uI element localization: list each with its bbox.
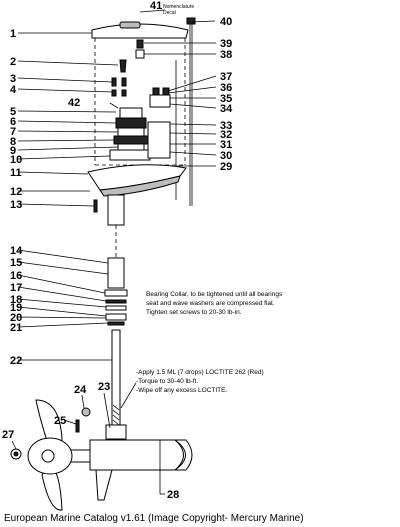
label-20: 20 — [10, 312, 22, 324]
label-17: 17 — [10, 282, 22, 294]
label-4: 4 — [10, 84, 17, 96]
label-7: 7 — [10, 126, 16, 138]
label-15: 15 — [10, 257, 22, 269]
label-27: 27 — [2, 429, 14, 441]
label-19: 19 — [10, 302, 22, 314]
label-23: 23 — [98, 381, 110, 393]
label-10: 10 — [10, 154, 22, 166]
label-34: 34 — [220, 103, 233, 115]
label-11: 11 — [10, 167, 22, 179]
loctite-note-line-1: -Apply 1.5 ML (7 drops) LOCTITE 262 (Red… — [136, 369, 264, 376]
lower-unit — [10, 399, 193, 511]
label-16: 16 — [10, 270, 22, 282]
label-9: 9 — [10, 145, 16, 157]
label-13: 13 — [10, 199, 22, 211]
label-12: 12 — [10, 186, 22, 198]
label-36: 36 — [220, 82, 232, 94]
label-25: 25 — [54, 415, 66, 427]
label-14: 14 — [10, 245, 23, 257]
bearing-note-line-3: Tighten set screws to 20-30 lb-in. — [146, 309, 242, 316]
label-6: 6 — [10, 116, 16, 128]
loctite-note-line-2: -Torque to 30-40 lb-ft. — [136, 378, 198, 385]
label-18: 18 — [10, 294, 22, 306]
label-3: 3 — [10, 73, 16, 85]
label-39: 39 — [220, 38, 232, 50]
decal-note-line-1: Nomenclature — [163, 4, 194, 10]
image-caption: European Marine Catalog v1.61 (Image Cop… — [4, 513, 304, 524]
label-1: 1 — [10, 28, 16, 40]
decal-note: Nomenclature Decal — [163, 4, 194, 16]
label-35: 35 — [220, 93, 232, 105]
loctite-note: -Apply 1.5 ML (7 drops) LOCTITE 262 (Red… — [136, 369, 264, 394]
label-38: 38 — [220, 49, 232, 61]
label-37: 37 — [220, 71, 232, 83]
label-5: 5 — [10, 106, 16, 118]
part-number-labels: 1 2 3 4 5 6 7 8 9 10 11 12 13 14 15 16 1… — [2, 0, 233, 501]
label-41: 41 — [150, 0, 162, 12]
label-33: 33 — [220, 120, 232, 132]
leader-lines — [11, 9, 217, 495]
label-40: 40 — [220, 16, 232, 28]
label-22: 22 — [10, 355, 22, 367]
label-28: 28 — [167, 489, 179, 501]
label-32: 32 — [220, 129, 232, 141]
label-31: 31 — [220, 139, 232, 151]
label-2: 2 — [10, 56, 16, 68]
decal-note-line-2: Decal — [163, 10, 176, 16]
label-24: 24 — [74, 384, 87, 396]
bearing-note-line-1: Bearing Collar, to be tightened until al… — [146, 291, 283, 298]
shaft-assembly — [104, 194, 128, 431]
label-8: 8 — [10, 136, 16, 148]
label-42: 42 — [68, 97, 80, 109]
bearing-note: Bearing Collar, to be tightened until al… — [146, 291, 283, 316]
label-29: 29 — [220, 161, 232, 173]
label-21: 21 — [10, 322, 22, 334]
bearing-note-line-2: seat and wave washers are compressed fla… — [146, 300, 275, 307]
loctite-note-line-3: -Wipe off any excess LOCTITE. — [136, 387, 227, 394]
label-30: 30 — [220, 150, 232, 162]
mount-bracket — [87, 164, 187, 213]
